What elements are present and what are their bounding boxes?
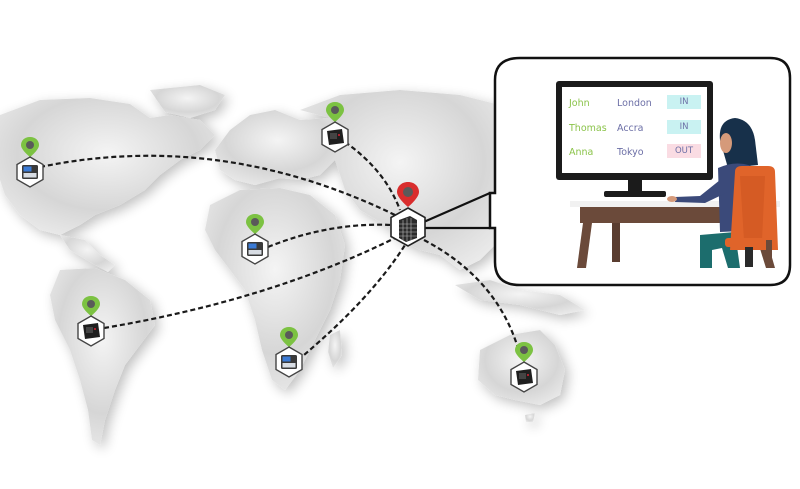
continent-europe bbox=[215, 110, 340, 185]
employee-name: John bbox=[569, 98, 590, 109]
continents bbox=[0, 85, 585, 445]
link-south-america bbox=[103, 237, 396, 330]
employee-name: Anna bbox=[569, 147, 594, 158]
site-node-north-america bbox=[13, 135, 47, 193]
network-links bbox=[39, 141, 522, 361]
hub-node-headquarters bbox=[386, 180, 430, 252]
island-tasmania bbox=[525, 413, 535, 422]
fingerprint-terminal-icon bbox=[281, 355, 297, 369]
employee-name: Thomas bbox=[569, 123, 607, 134]
attendance-row: Thomas Accra IN bbox=[566, 120, 706, 140]
continent-africa bbox=[205, 188, 345, 390]
continent-central-america bbox=[60, 235, 115, 272]
map-pin-icon bbox=[326, 102, 344, 122]
status-badge: IN bbox=[667, 95, 701, 109]
link-russia bbox=[344, 141, 402, 211]
site-node-russia bbox=[318, 100, 352, 158]
map-pin-icon bbox=[246, 214, 264, 234]
continent-asia bbox=[300, 90, 500, 270]
status-badge: OUT bbox=[667, 144, 701, 158]
link-north-america bbox=[39, 154, 396, 216]
map-pin-icon bbox=[280, 327, 298, 347]
office-building-icon bbox=[399, 216, 417, 242]
map-pin-icon bbox=[82, 296, 100, 316]
link-australia bbox=[423, 239, 522, 356]
island-madagascar bbox=[328, 330, 342, 368]
employee-city: Accra bbox=[617, 123, 644, 134]
employee-city: London bbox=[617, 98, 652, 109]
site-node-west-africa bbox=[238, 212, 272, 270]
islands-southeast-asia bbox=[455, 280, 585, 315]
face-recognition-terminal-icon bbox=[516, 369, 533, 385]
fingerprint-terminal-icon bbox=[22, 165, 38, 179]
status-badge: IN bbox=[667, 120, 701, 134]
office-chair bbox=[725, 166, 778, 268]
face-recognition-terminal-icon bbox=[327, 129, 344, 145]
map-pin-icon bbox=[21, 137, 39, 157]
map-pin-icon bbox=[397, 182, 419, 207]
map-pin-icon bbox=[515, 342, 533, 362]
link-west-africa bbox=[267, 223, 393, 249]
attendance-row: John London IN bbox=[566, 95, 706, 115]
fingerprint-terminal-icon bbox=[247, 242, 263, 256]
continent-south-america bbox=[50, 268, 155, 445]
attendance-dashboard: John London IN Thomas Accra IN Anna Toky… bbox=[566, 91, 706, 169]
continent-north-america bbox=[0, 98, 215, 235]
continent-greenland bbox=[150, 85, 225, 118]
site-node-south-america bbox=[74, 294, 108, 352]
face-recognition-terminal-icon bbox=[83, 323, 100, 339]
site-node-australia bbox=[507, 340, 541, 398]
attendance-row: Anna Tokyo OUT bbox=[566, 144, 706, 164]
site-node-southern-africa bbox=[272, 325, 306, 383]
employee-city: Tokyo bbox=[617, 147, 644, 158]
